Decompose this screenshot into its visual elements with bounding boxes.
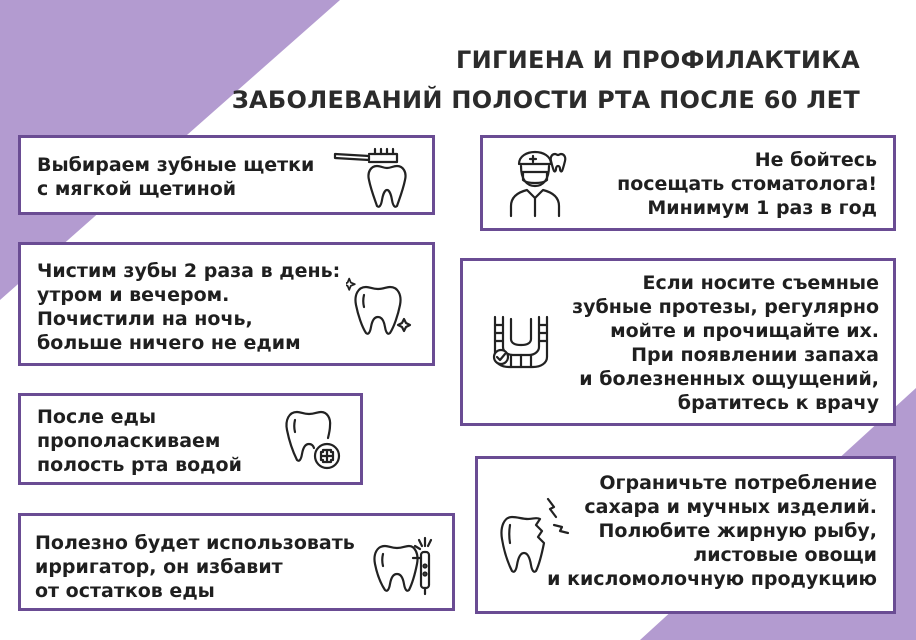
tip-card-dentures: Если носите съемные зубные протезы, регу… [460,258,896,426]
tip-card-rinse: После еды прополаскиваем полость рта вод… [18,393,363,485]
broken-tooth-icon [498,497,570,577]
tip-card-sugar: Ограничьте потребление сахара и мучных и… [475,456,896,614]
tip-card-soft-brush: Выбираем зубные щетки с мягкой щетиной [18,135,435,215]
tip-text-line: и болезненных ощущений, [579,368,879,390]
dentist-icon [509,150,571,218]
tip-card-brush-twice: Чистим зубы 2 раза в день: утром и вечер… [18,242,435,366]
irrigator-tooth-icon [369,528,441,598]
tip-text-line: Почистили на ночь, [37,308,253,330]
page-title: ГИГИЕНА И ПРОФИЛАКТИКА ЗАБОЛЕВАНИЙ ПОЛОС… [232,40,860,120]
tip-text-line: сахара и мучных изделий. [584,496,877,518]
tip-text-line: мойте и прочищайте их. [610,320,879,342]
tip-text-line: Полюбите жирную рыбу, [598,520,877,542]
tip-text-line: больше ничего не едим [37,332,301,354]
tip-text-line: При появлении запаха [631,344,879,366]
tip-text-line: прополаскиваем [37,430,221,452]
tip-text-line: Не бойтесь [754,149,877,171]
tip-text-line: посещать стоматолога! [617,173,877,195]
tip-text-line: Полезно будет использовать [35,532,355,554]
tip-text-line: и кисломолочную продукцию [547,568,877,590]
tip-text-line: от остатков еды [35,580,215,602]
tip-text-line: Если носите съемные [642,272,879,294]
title-line-2: ЗАБОЛЕВАНИЙ ПОЛОСТИ РТА ПОСЛЕ 60 ЛЕТ [231,86,860,114]
tip-card-irrigator: Полезно будет использовать ирригатор, он… [18,513,455,611]
tip-text-line: Выбираем зубные щетки [37,154,315,176]
tip-text-line: После еды [37,406,157,428]
sparkling-tooth-icon [346,273,412,339]
tip-text-line: ирригатор, он избавит [35,556,283,578]
tip-text-line: утром и вечером. [37,284,230,306]
title-line-1: ГИГИЕНА И ПРОФИЛАКТИКА [456,46,860,74]
tip-text-line: зубные протезы, регулярно [572,296,879,318]
tooth-plus-icon [283,408,345,472]
tip-text-line: Чистим зубы 2 раза в день: [37,260,341,282]
tip-text-line: братитесь к врачу [677,392,879,414]
tip-text-line: Минимум 1 раз в год [647,197,877,219]
tip-card-dentist: Не бойтесь посещать стоматолога! Минимум… [480,135,896,231]
denture-icon [489,313,553,371]
tip-text-line: полость рта водой [37,454,242,476]
toothbrush-tooth-icon [331,144,421,210]
tip-text-line: с мягкой щетиной [37,178,237,200]
tip-text-line: Ограничьте потребление [599,472,877,494]
tip-text-line: листовые овощи [693,544,877,566]
